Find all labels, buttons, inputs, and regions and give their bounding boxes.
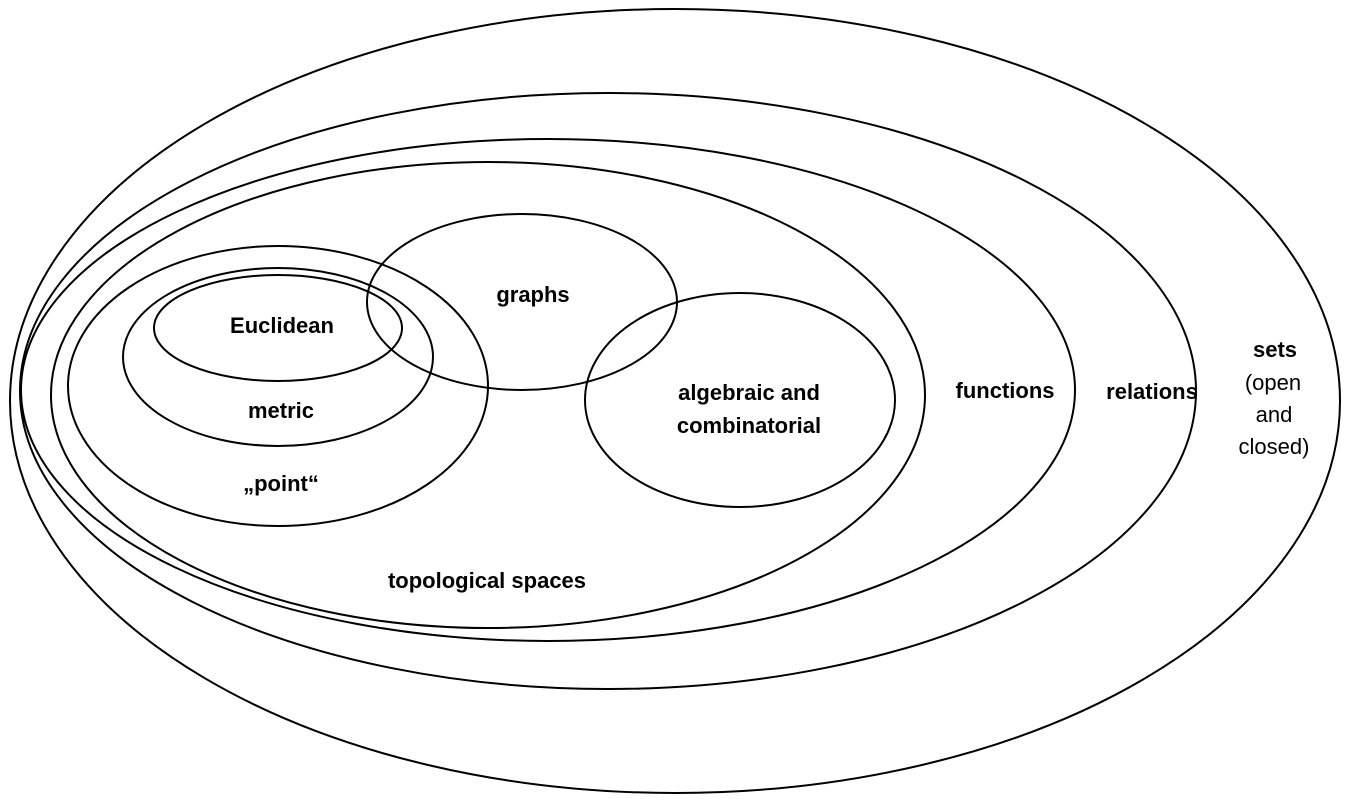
functions-label: functions xyxy=(956,378,1055,403)
functions-ellipse xyxy=(20,138,1076,642)
sets-note-line1: (open xyxy=(1245,370,1301,395)
euclidean-label: Euclidean xyxy=(230,313,334,338)
relations-ellipse xyxy=(19,92,1197,690)
metric-label: metric xyxy=(248,398,314,423)
algebraic-label-line1: algebraic and xyxy=(678,380,820,405)
algebraic-combinatorial-ellipse xyxy=(584,292,896,508)
algebraic-label-line2: combinatorial xyxy=(677,413,821,438)
sets-note-line3: closed) xyxy=(1239,434,1310,459)
metric-ellipse xyxy=(122,267,434,447)
topological-spaces-label: topological spaces xyxy=(388,568,586,593)
sets-ellipse xyxy=(9,8,1341,794)
point-ellipse xyxy=(67,245,489,527)
relations-label: relations xyxy=(1106,379,1198,404)
sets-label: sets xyxy=(1253,337,1297,362)
point-label: „point“ xyxy=(243,471,319,496)
graphs-label: graphs xyxy=(496,282,569,307)
sets-note-line2: and xyxy=(1256,402,1293,427)
topological-spaces-ellipse xyxy=(50,161,926,629)
euclidean-ellipse xyxy=(153,274,403,382)
